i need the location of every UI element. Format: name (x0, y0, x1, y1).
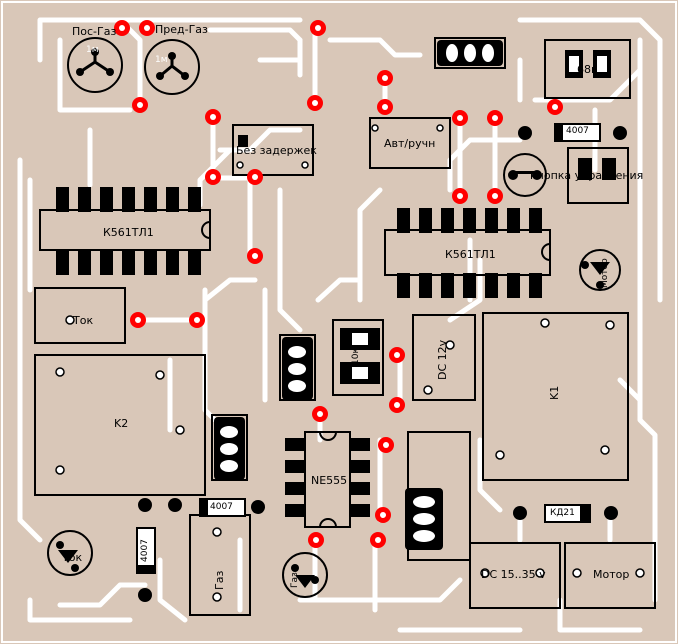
pot-pred-gaz (144, 39, 200, 95)
led-tok (47, 530, 93, 576)
kd-label: КД21 (550, 508, 575, 518)
avt-ruch-label: Авт/ручн (384, 137, 436, 150)
via-holes (119, 25, 558, 543)
k2-box (34, 354, 206, 496)
tok-box (34, 287, 126, 344)
ne555-pads (285, 438, 370, 517)
gaz-conn-label: Газ (213, 570, 226, 590)
dc15-box (469, 542, 561, 609)
diode-bodies (136, 123, 601, 574)
led-symbols (58, 171, 610, 588)
motor-led-label: Мотор (600, 258, 610, 288)
dc12v-label: DC 12v (436, 339, 449, 380)
triple-pad-top-box (434, 37, 506, 69)
ic-right-pads (397, 208, 542, 298)
led-motor (579, 249, 621, 291)
diode-left-label: 4007 (140, 539, 150, 562)
tok-sensor-label: Ток (73, 314, 94, 327)
connector-holes (55, 124, 645, 602)
ne555-box (304, 431, 351, 528)
led-gaz (282, 552, 328, 598)
k2-label: K2 (114, 417, 129, 430)
ic-left-pads (56, 187, 201, 275)
copper-traces (17, 17, 663, 633)
dc12v-box (412, 314, 476, 401)
ic-right-label: К561ТЛ1 (445, 248, 496, 261)
pot2-label: 1м (155, 55, 168, 65)
pot1-label: 1м (86, 45, 99, 55)
gaz-led-label: Газ (290, 572, 300, 588)
cap-knopka (503, 153, 547, 197)
bez-zaderzhek-label: Без задержек (236, 144, 317, 157)
r68k-box (544, 39, 631, 99)
dc-15-35-label: DC 15..35 v (481, 568, 546, 581)
knopka-box (567, 147, 629, 204)
k1-box (482, 312, 629, 481)
pred-gaz-label: Пред-Газ (155, 23, 208, 36)
ne555-notch (319, 431, 337, 441)
r10k-label: 10к (351, 348, 361, 365)
ne555-notch-bottom (319, 518, 337, 528)
diode-mid-label: 4007 (210, 502, 233, 512)
tok-led-label: Ток (62, 551, 83, 564)
r10k-box (332, 319, 384, 396)
pos-gaz-label: Пос-Газ (72, 25, 117, 38)
avt-ruch-box (369, 117, 451, 169)
ic-right-notch (541, 243, 551, 261)
motor-conn-label: Мотор (593, 568, 630, 581)
motor-box (564, 542, 656, 609)
ne555-label: NE555 (311, 474, 348, 487)
r68k-label: 68к (577, 63, 598, 76)
knopka-label: кнопка управления (530, 169, 644, 182)
ic-left-label: К561ТЛ1 (103, 226, 154, 239)
round-pads (56, 48, 627, 602)
k1-label: K1 (548, 385, 561, 400)
pot-pos-gaz (67, 37, 123, 93)
ic-left-notch (201, 221, 211, 239)
bez-zaderzhek-box (232, 124, 314, 176)
diode-top-label: 4007 (566, 126, 589, 136)
